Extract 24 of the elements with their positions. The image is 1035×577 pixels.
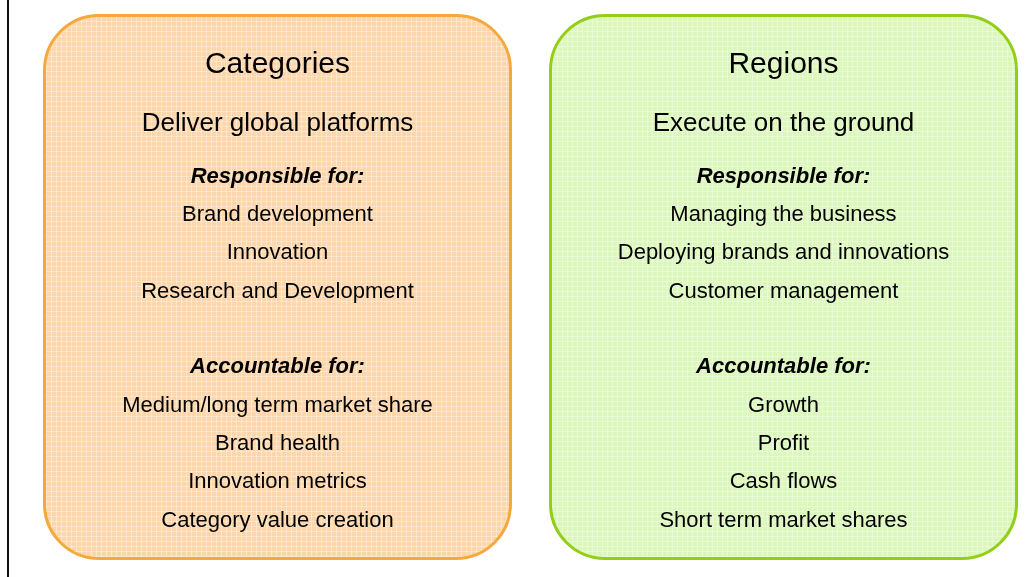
list-item: Customer management [667,277,900,305]
list-item: Short term market shares [658,506,909,534]
section-heading: Responsible for: [695,162,872,190]
list-item: Innovation [225,238,330,266]
section-heading: Accountable for: [188,352,366,380]
list-item: Growth [747,391,820,419]
section-heading: Responsible for: [189,162,366,190]
list-item: Cash flows [728,467,839,495]
list-item: Innovation metrics [187,467,368,495]
list-item: Managing the business [669,200,898,228]
section-heading: Accountable for: [694,352,872,380]
title: Regions [727,45,840,81]
list-item: Brand development [181,200,374,228]
list-item: Brand health [214,429,341,457]
rounded-card [43,14,512,560]
title: Categories [203,45,352,81]
rounded-card [549,14,1018,560]
list-item: Research and Development [140,277,415,305]
list-item: Medium/long term market share [121,391,434,419]
subtitle: Execute on the ground [651,107,916,139]
list-item: Category value creation [160,506,395,534]
subtitle: Deliver global platforms [140,107,415,139]
list-item: Deploying brands and innovations [616,238,951,266]
list-item: Profit [756,429,811,457]
